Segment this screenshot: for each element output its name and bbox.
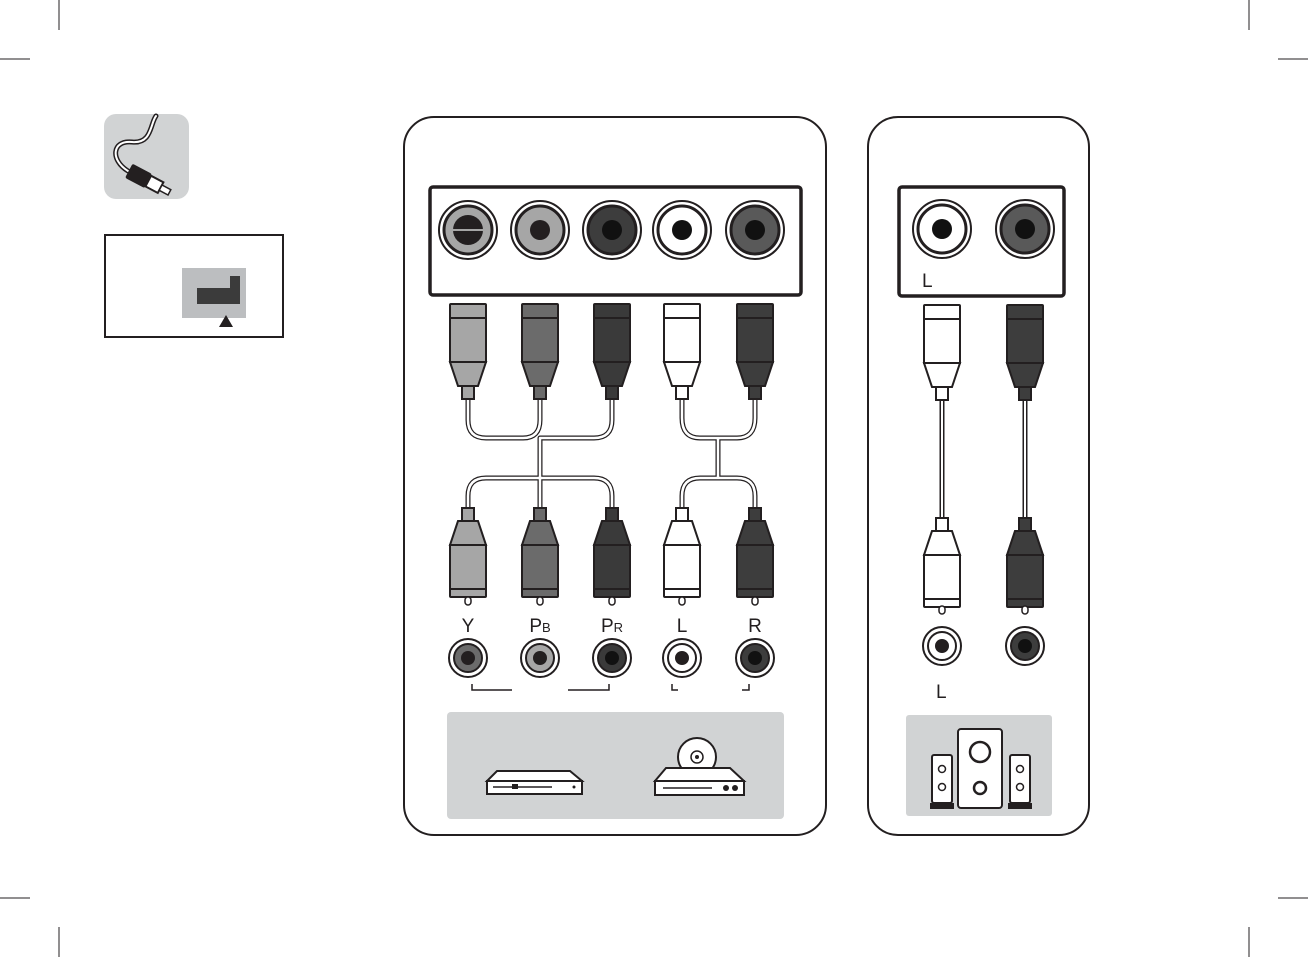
tv-jack-audio-l	[653, 201, 711, 259]
source-devices	[447, 712, 784, 819]
tv-audio-jack-r	[996, 200, 1054, 258]
jack-label-r: R	[748, 616, 762, 637]
audio-jack-label-l: L	[936, 682, 947, 703]
device-jack-pb	[521, 639, 559, 677]
device-audio-jack-l	[923, 627, 961, 665]
audio-connection-panel: L	[868, 117, 1089, 835]
device-audio-jack-r	[1006, 627, 1044, 665]
tv-jack-pr	[583, 201, 641, 259]
device-jack-audio-r	[736, 639, 774, 677]
jack-label-pr-main: P	[601, 616, 614, 637]
tv-audio-port-strip: L	[899, 187, 1064, 296]
jack-label-pb-sub: B	[542, 620, 551, 635]
tv-component-port-strip	[430, 187, 801, 295]
speaker-system-icon	[906, 715, 1052, 816]
jack-label-y: Y	[462, 616, 475, 637]
device-jack-audio-l	[663, 639, 701, 677]
device-jack-pr	[593, 639, 631, 677]
jack-label-pr-sub: R	[614, 620, 623, 635]
jack-label-pb-main: P	[529, 616, 542, 637]
audio-port-label-l: L	[922, 271, 933, 292]
tv-jack-pb	[511, 201, 569, 259]
tv-port-icon	[105, 235, 283, 337]
jack-label-pb: PB	[529, 616, 550, 637]
tv-jack-audio-r	[726, 201, 784, 259]
jack-label-l: L	[677, 616, 688, 637]
rca-cable-icon	[104, 114, 189, 199]
jack-label-pr: PR	[601, 616, 623, 637]
tv-jack-y	[439, 201, 497, 259]
dvd-player-icon	[487, 771, 582, 794]
tv-audio-jack-l	[913, 200, 971, 258]
device-jack-y	[449, 639, 487, 677]
component-connection-panel: Y PB PR L R	[404, 117, 826, 835]
